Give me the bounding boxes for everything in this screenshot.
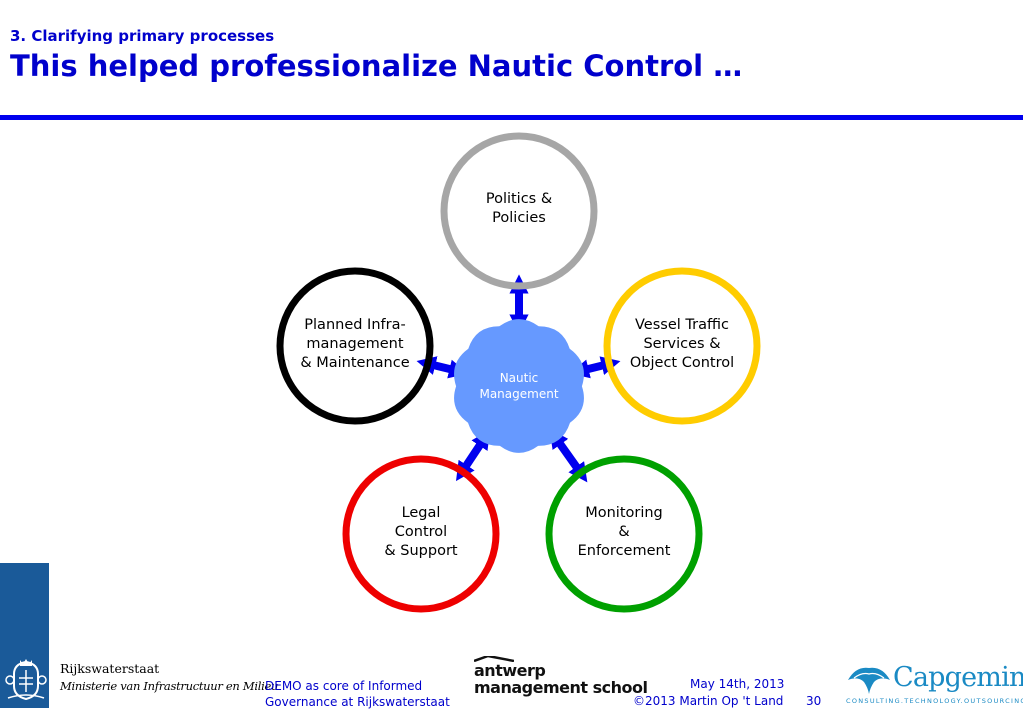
ministry-name: Ministerie van Infrastructuur en Milieu	[60, 679, 279, 693]
center-label-line: Management	[479, 387, 559, 401]
connector-arrow-monitoring	[549, 428, 588, 483]
node-label-line: & Maintenance	[300, 354, 410, 371]
school-line-2: management school	[474, 678, 648, 697]
school-line-1: antwerp	[474, 661, 546, 680]
header-divider	[0, 115, 1023, 120]
node-label-monitoring: Monitoring & Enforcement	[549, 504, 699, 561]
node-label-line: management	[306, 335, 404, 352]
presentation-line-2: Governance at Rijkswaterstaat	[265, 695, 450, 709]
connector-arrow-planned	[416, 356, 469, 379]
node-label-line: Planned Infra-	[304, 316, 406, 333]
node-label-line: &	[618, 523, 630, 540]
ring-politics	[440, 132, 598, 290]
antwerp-management-school-logo: antwerp management school	[474, 661, 648, 697]
node-label-line: Vessel Traffic	[635, 316, 729, 333]
node-label-line: Policies	[492, 210, 546, 226]
node-label-line: Monitoring	[585, 504, 663, 521]
page-number: 30	[806, 694, 822, 708]
connector-arrow-legal	[455, 429, 491, 482]
presentation-title: DEMO as core of Informed Governance at R…	[265, 678, 450, 710]
center-node-nautic-management	[454, 319, 584, 453]
center-label-line: Nautic	[499, 371, 539, 385]
node-label-line: Legal	[401, 504, 441, 521]
ring-vessel	[603, 267, 761, 425]
presentation-date: May 14th, 2013	[690, 677, 785, 691]
presentation-line-1: DEMO as core of Informed	[265, 679, 423, 693]
node-label-line: Politics &	[485, 191, 553, 207]
node-label-politics: Politics & Policies	[444, 190, 594, 228]
rijkswaterstaat-crest-icon	[5, 659, 47, 701]
antwerp-mark-icon	[474, 656, 514, 662]
node-label-planned: Planned Infra-management & Maintenance	[280, 316, 430, 373]
capgemini-spade-icon	[848, 667, 890, 694]
node-label-line: Services &	[643, 335, 721, 352]
node-label-line: & Support	[384, 542, 458, 559]
node-label-line: Control	[394, 523, 448, 540]
slide-title: This helped professionalize Nautic Contr…	[10, 49, 743, 83]
ring-monitoring	[545, 455, 703, 613]
node-label-line: Object Control	[629, 354, 735, 371]
ring-planned	[276, 267, 434, 425]
capgemini-logo: Capgemini	[893, 662, 1023, 693]
slide-subtitle: 3. Clarifying primary processes	[10, 27, 275, 45]
org-name: Rijkswaterstaat	[60, 661, 160, 676]
copyright: ©2013 Martin Op 't Land	[633, 694, 784, 708]
capgemini-tagline: CONSULTING.TECHNOLOGY.OUTSOURCING	[846, 697, 1023, 705]
node-label-line: Enforcement	[577, 542, 671, 559]
ring-legal	[342, 455, 500, 613]
